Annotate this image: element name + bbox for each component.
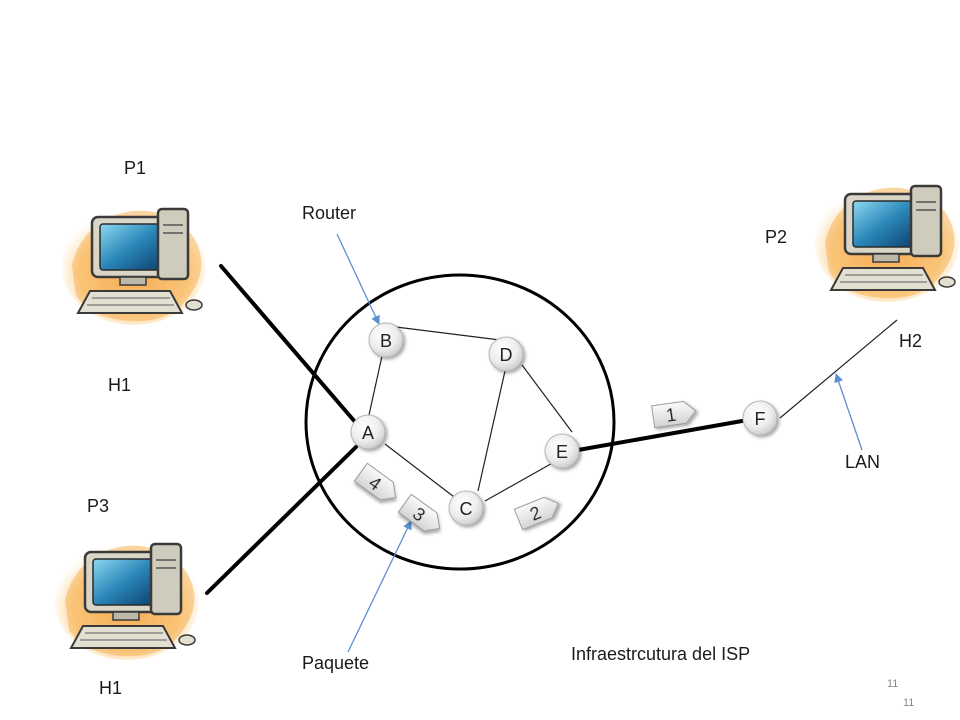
computer-p3-icon [53, 542, 201, 662]
node-c-label: C [460, 499, 473, 519]
node-a: A [350, 414, 386, 450]
label-p2: P2 [765, 227, 788, 247]
label-p1: P1 [124, 158, 147, 178]
packet-1: 1 [651, 400, 697, 429]
label-lan: LAN [845, 452, 881, 472]
link-b-a [368, 355, 383, 416]
computer-p2-icon [813, 184, 960, 304]
packet-3: 3 [397, 493, 441, 532]
lan-arrow [834, 373, 863, 451]
node-c: C [448, 490, 484, 526]
link-h1b-a [205, 445, 358, 595]
node-b-label: B [380, 331, 392, 351]
link-a-c [384, 443, 459, 501]
label-router: Router [302, 203, 357, 223]
node-e: E [544, 433, 580, 469]
page-number-first: 11 [887, 678, 899, 690]
node-f: F [742, 400, 778, 436]
label-h1-bottom: H1 [99, 678, 123, 698]
link-c-e [484, 460, 557, 502]
router-arrow [336, 233, 380, 325]
node-d-label: D [500, 345, 513, 365]
isp-boundary [304, 273, 616, 571]
label-h1-top: H1 [108, 375, 132, 395]
link-e-f [576, 419, 744, 452]
label-paquete: Paquete [302, 653, 370, 673]
packet-1-label: 1 [665, 405, 678, 426]
link-d-c [477, 370, 506, 492]
link-f-h2 [779, 319, 898, 419]
page-number-second: 11 [903, 697, 915, 709]
packet-2: 2 [513, 496, 559, 531]
node-e-label: E [556, 442, 568, 462]
access-links [205, 264, 744, 595]
node-a-label: A [362, 423, 374, 443]
callout-arrows [336, 233, 863, 653]
node-f-label: F [755, 409, 766, 429]
label-p3: P3 [87, 496, 110, 516]
link-d-e [521, 364, 573, 433]
router-links [368, 319, 898, 502]
label-h2: H2 [899, 331, 923, 351]
packet-4: 4 [353, 462, 397, 501]
paquete-arrow [347, 520, 412, 653]
link-h1-a [219, 264, 358, 425]
node-b: B [368, 322, 404, 358]
label-isp: Infraestrcutura del ISP [571, 644, 751, 664]
link-b-d [387, 325, 509, 342]
computer-p1-icon [60, 207, 208, 327]
node-d: D [488, 336, 524, 372]
